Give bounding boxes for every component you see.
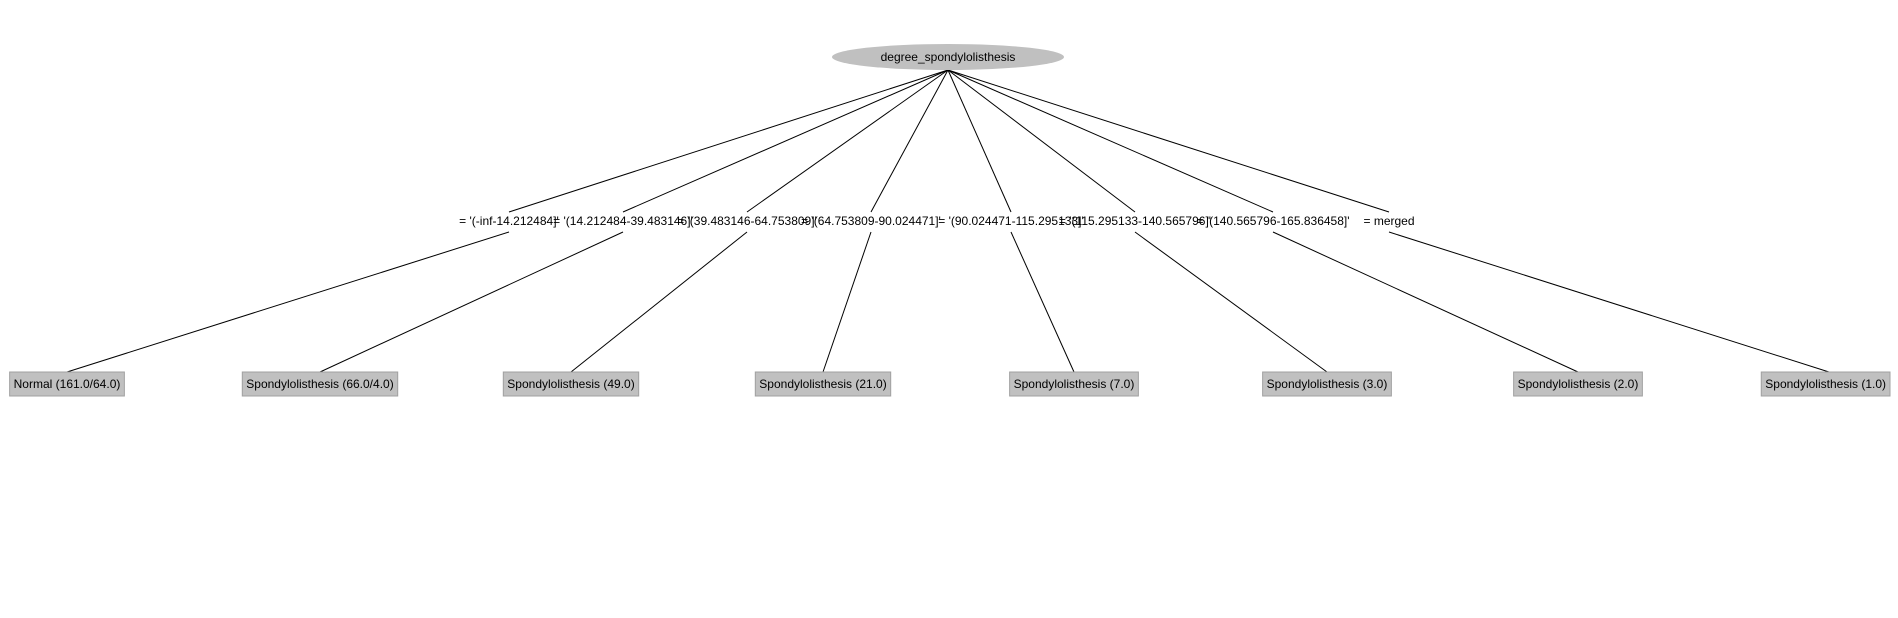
leaf-node-box: [1513, 371, 1643, 397]
leaf-node: Spondylolisthesis (66.0/4.0): [241, 371, 399, 397]
edge-labels-layer: = '(-inf-14.212484]'= '(14.212484-39.483…: [459, 214, 1414, 228]
edge-label: = '(90.024471-115.295133]': [938, 214, 1083, 228]
edge-label: = '(140.565796-165.836458]': [1196, 214, 1349, 228]
leaf-node-label: Spondylolisthesis (3.0): [1267, 377, 1388, 391]
leaf-node-box: [754, 371, 892, 397]
edge-label-to-leaf: [319, 231, 624, 373]
edge-label-to-leaf: [1272, 231, 1579, 373]
leaf-node: Spondylolisthesis (7.0): [1009, 371, 1139, 397]
edge-root-to-label: [870, 69, 949, 213]
edge-label: = '(64.753809-90.024471]': [801, 214, 941, 228]
edge-label: = '(-inf-14.212484]': [459, 214, 559, 228]
edge-label: = merged: [1363, 214, 1414, 228]
leaf-node: Spondylolisthesis (2.0): [1513, 371, 1643, 397]
leaf-node-label: Spondylolisthesis (1.0): [1765, 377, 1886, 391]
leaf-node-label: Spondylolisthesis (66.0/4.0): [246, 377, 393, 391]
leaf-node-label: Spondylolisthesis (7.0): [1014, 377, 1135, 391]
edge-root-to-label: [947, 69, 1274, 213]
leaf-node: Spondylolisthesis (49.0): [502, 371, 640, 397]
leaf-node: Spondylolisthesis (3.0): [1262, 371, 1392, 397]
leaf-node-box: [1009, 371, 1139, 397]
edge-label: = '(39.483146-64.753809]': [677, 214, 817, 228]
edge-label: = '(115.295133-140.565796]': [1059, 214, 1211, 228]
leaf-node-label: Normal (161.0/64.0): [14, 377, 121, 391]
leaf-node-box: [241, 371, 399, 397]
root-node-shape: [832, 44, 1064, 70]
edge-label-to-leaf: [1388, 231, 1830, 373]
leaf-node-label: Spondylolisthesis (2.0): [1518, 377, 1639, 391]
root-node-label: degree_spondylolisthesis: [881, 50, 1016, 64]
leaves-layer: Normal (161.0/64.0) Spondylolisthesis (66…: [9, 371, 1891, 397]
edge-label-to-leaf: [822, 231, 872, 373]
leaf-node: Normal (161.0/64.0): [9, 371, 125, 397]
edge-label-to-leaf: [1010, 231, 1075, 373]
leaf-node-box: [1760, 371, 1891, 397]
edge-root-to-label: [947, 69, 1390, 213]
leaf-node: Spondylolisthesis (21.0): [754, 371, 892, 397]
edge-label: = '(14.212484-39.483146]': [553, 214, 693, 228]
edge-root-to-label: [508, 69, 949, 213]
leaf-node-box: [1262, 371, 1392, 397]
leaf-node-label: Spondylolisthesis (49.0): [507, 377, 634, 391]
leaf-node-box: [9, 371, 125, 397]
edge-root-to-label: [947, 69, 1136, 213]
leaf-node-box: [502, 371, 640, 397]
edges-layer: [66, 69, 1830, 373]
root-node: degree_spondylolisthesis: [832, 44, 1064, 70]
leaf-node: Spondylolisthesis (1.0): [1760, 371, 1891, 397]
edge-root-to-label: [746, 69, 949, 213]
edge-label-to-leaf: [570, 231, 748, 373]
edge-label-to-leaf: [66, 231, 510, 373]
edge-root-to-label: [622, 69, 949, 213]
edge-label-to-leaf: [1134, 231, 1328, 373]
leaf-node-label: Spondylolisthesis (21.0): [759, 377, 886, 391]
edge-root-to-label: [947, 69, 1012, 213]
